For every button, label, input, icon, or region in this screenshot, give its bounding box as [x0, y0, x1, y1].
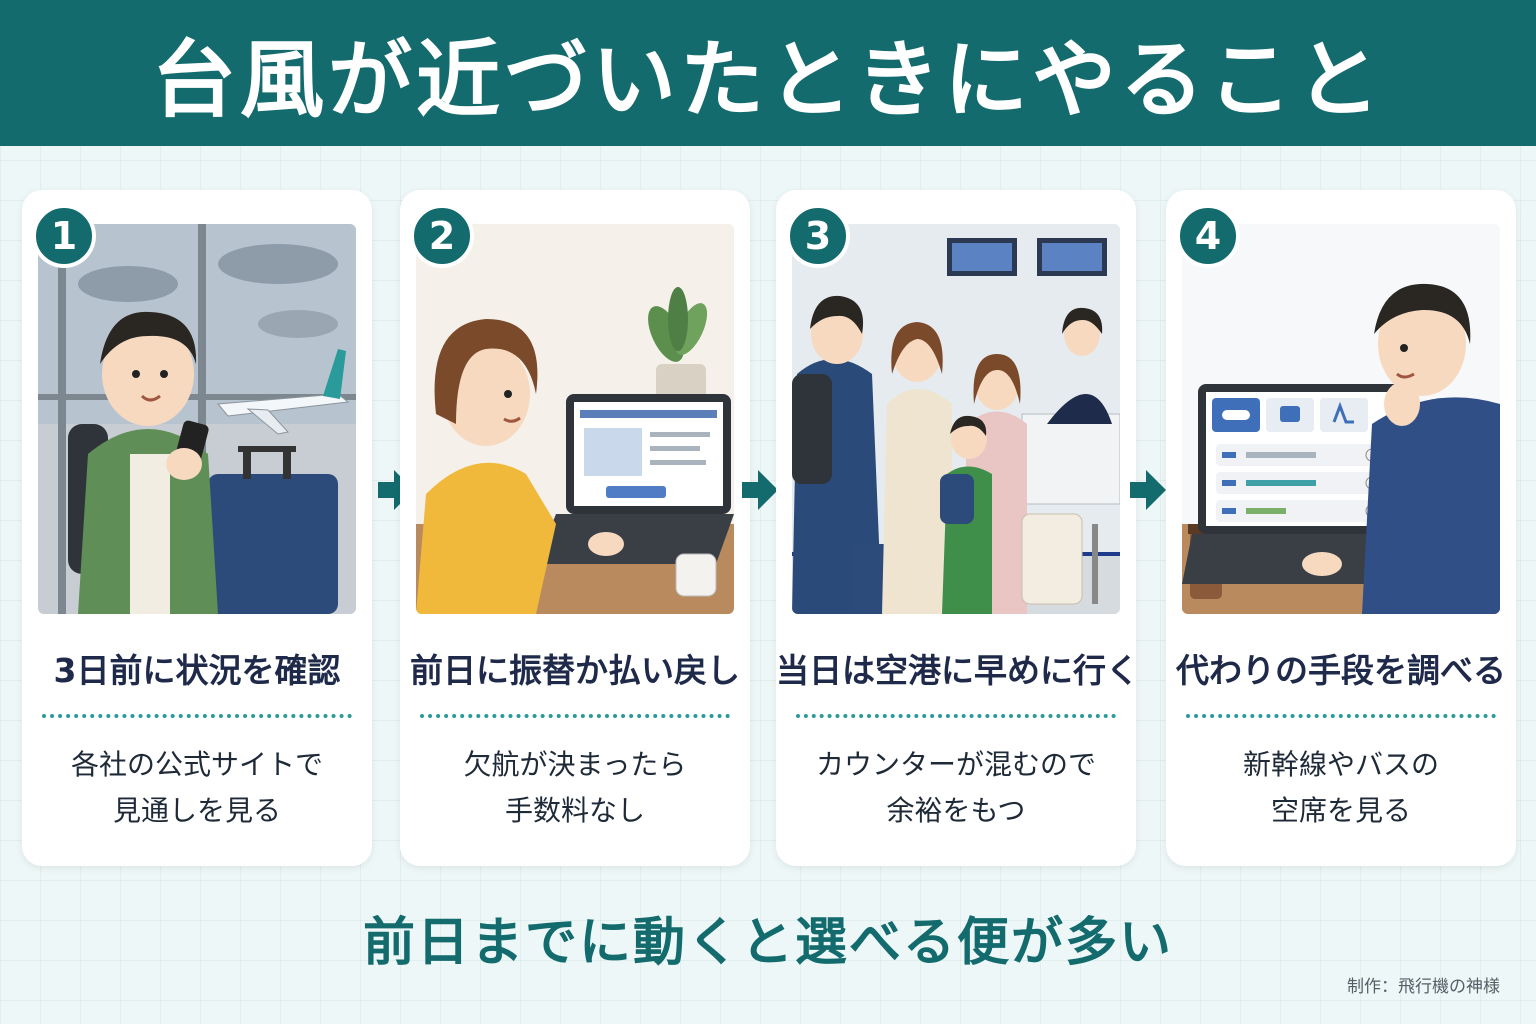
- dotted-divider: [42, 714, 352, 718]
- illustration-airport-counter-queue: [792, 224, 1120, 614]
- page-title: 台風が近づいたときにやること: [151, 30, 1384, 129]
- dotted-divider: [796, 714, 1116, 718]
- step-card-4: 4: [1166, 190, 1516, 866]
- step-number-badge: 1: [32, 204, 96, 268]
- dotted-divider: [1186, 714, 1496, 718]
- step-number-badge: 2: [410, 204, 474, 268]
- summary-message: 前日までに動くと選べる便が多い: [362, 913, 1173, 973]
- step-number-badge: 4: [1176, 204, 1240, 268]
- dotted-divider: [420, 714, 730, 718]
- step-title: 当日は空港に早めに行く: [776, 651, 1139, 690]
- step-description: 欠航が決まったら 手数料なし: [400, 742, 750, 834]
- header-banner: 台風が近づいたときにやること: [0, 0, 1536, 146]
- step-card-3: 3: [776, 190, 1139, 866]
- step-title: 前日に振替か払い戻し: [410, 651, 740, 690]
- step-title: 3日前に状況を確認: [53, 651, 341, 690]
- illustration-transport-search: [1182, 224, 1500, 614]
- step-description: カウンターが混むので 余裕をもつ: [776, 742, 1136, 834]
- desc-line: 各社の公式サイトで: [70, 748, 323, 781]
- step-description: 各社の公式サイトで 見通しを見る: [22, 742, 372, 834]
- step-description: 新幹線やバスの 空席を見る: [1166, 742, 1516, 834]
- step-card-2: 2 前日に振替か払い戻し 欠航が決ま: [400, 190, 750, 866]
- desc-line: 見通しを見る: [112, 794, 281, 827]
- desc-line: 欠航が決まったら: [463, 748, 687, 781]
- desc-line: 新幹線やバスの: [1242, 748, 1439, 781]
- desc-line: 手数料なし: [504, 794, 645, 827]
- step-card-1: 1 3日前に状: [22, 190, 372, 866]
- step-title: 代わりの手段を調べる: [1176, 651, 1506, 690]
- step-number-badge: 3: [786, 204, 850, 268]
- illustration-laptop-woman: [416, 224, 734, 614]
- desc-line: 空席を見る: [1270, 794, 1411, 827]
- arrow-right-icon: [378, 470, 414, 510]
- arrow-right-icon: [742, 470, 778, 510]
- arrow-right-icon: [1130, 470, 1166, 510]
- illustration-airport-phone: [38, 224, 356, 614]
- desc-line: 余裕をもつ: [886, 794, 1026, 827]
- credit-text: 制作：飛行機の神様: [1347, 977, 1500, 997]
- desc-line: カウンターが混むので: [815, 748, 1096, 781]
